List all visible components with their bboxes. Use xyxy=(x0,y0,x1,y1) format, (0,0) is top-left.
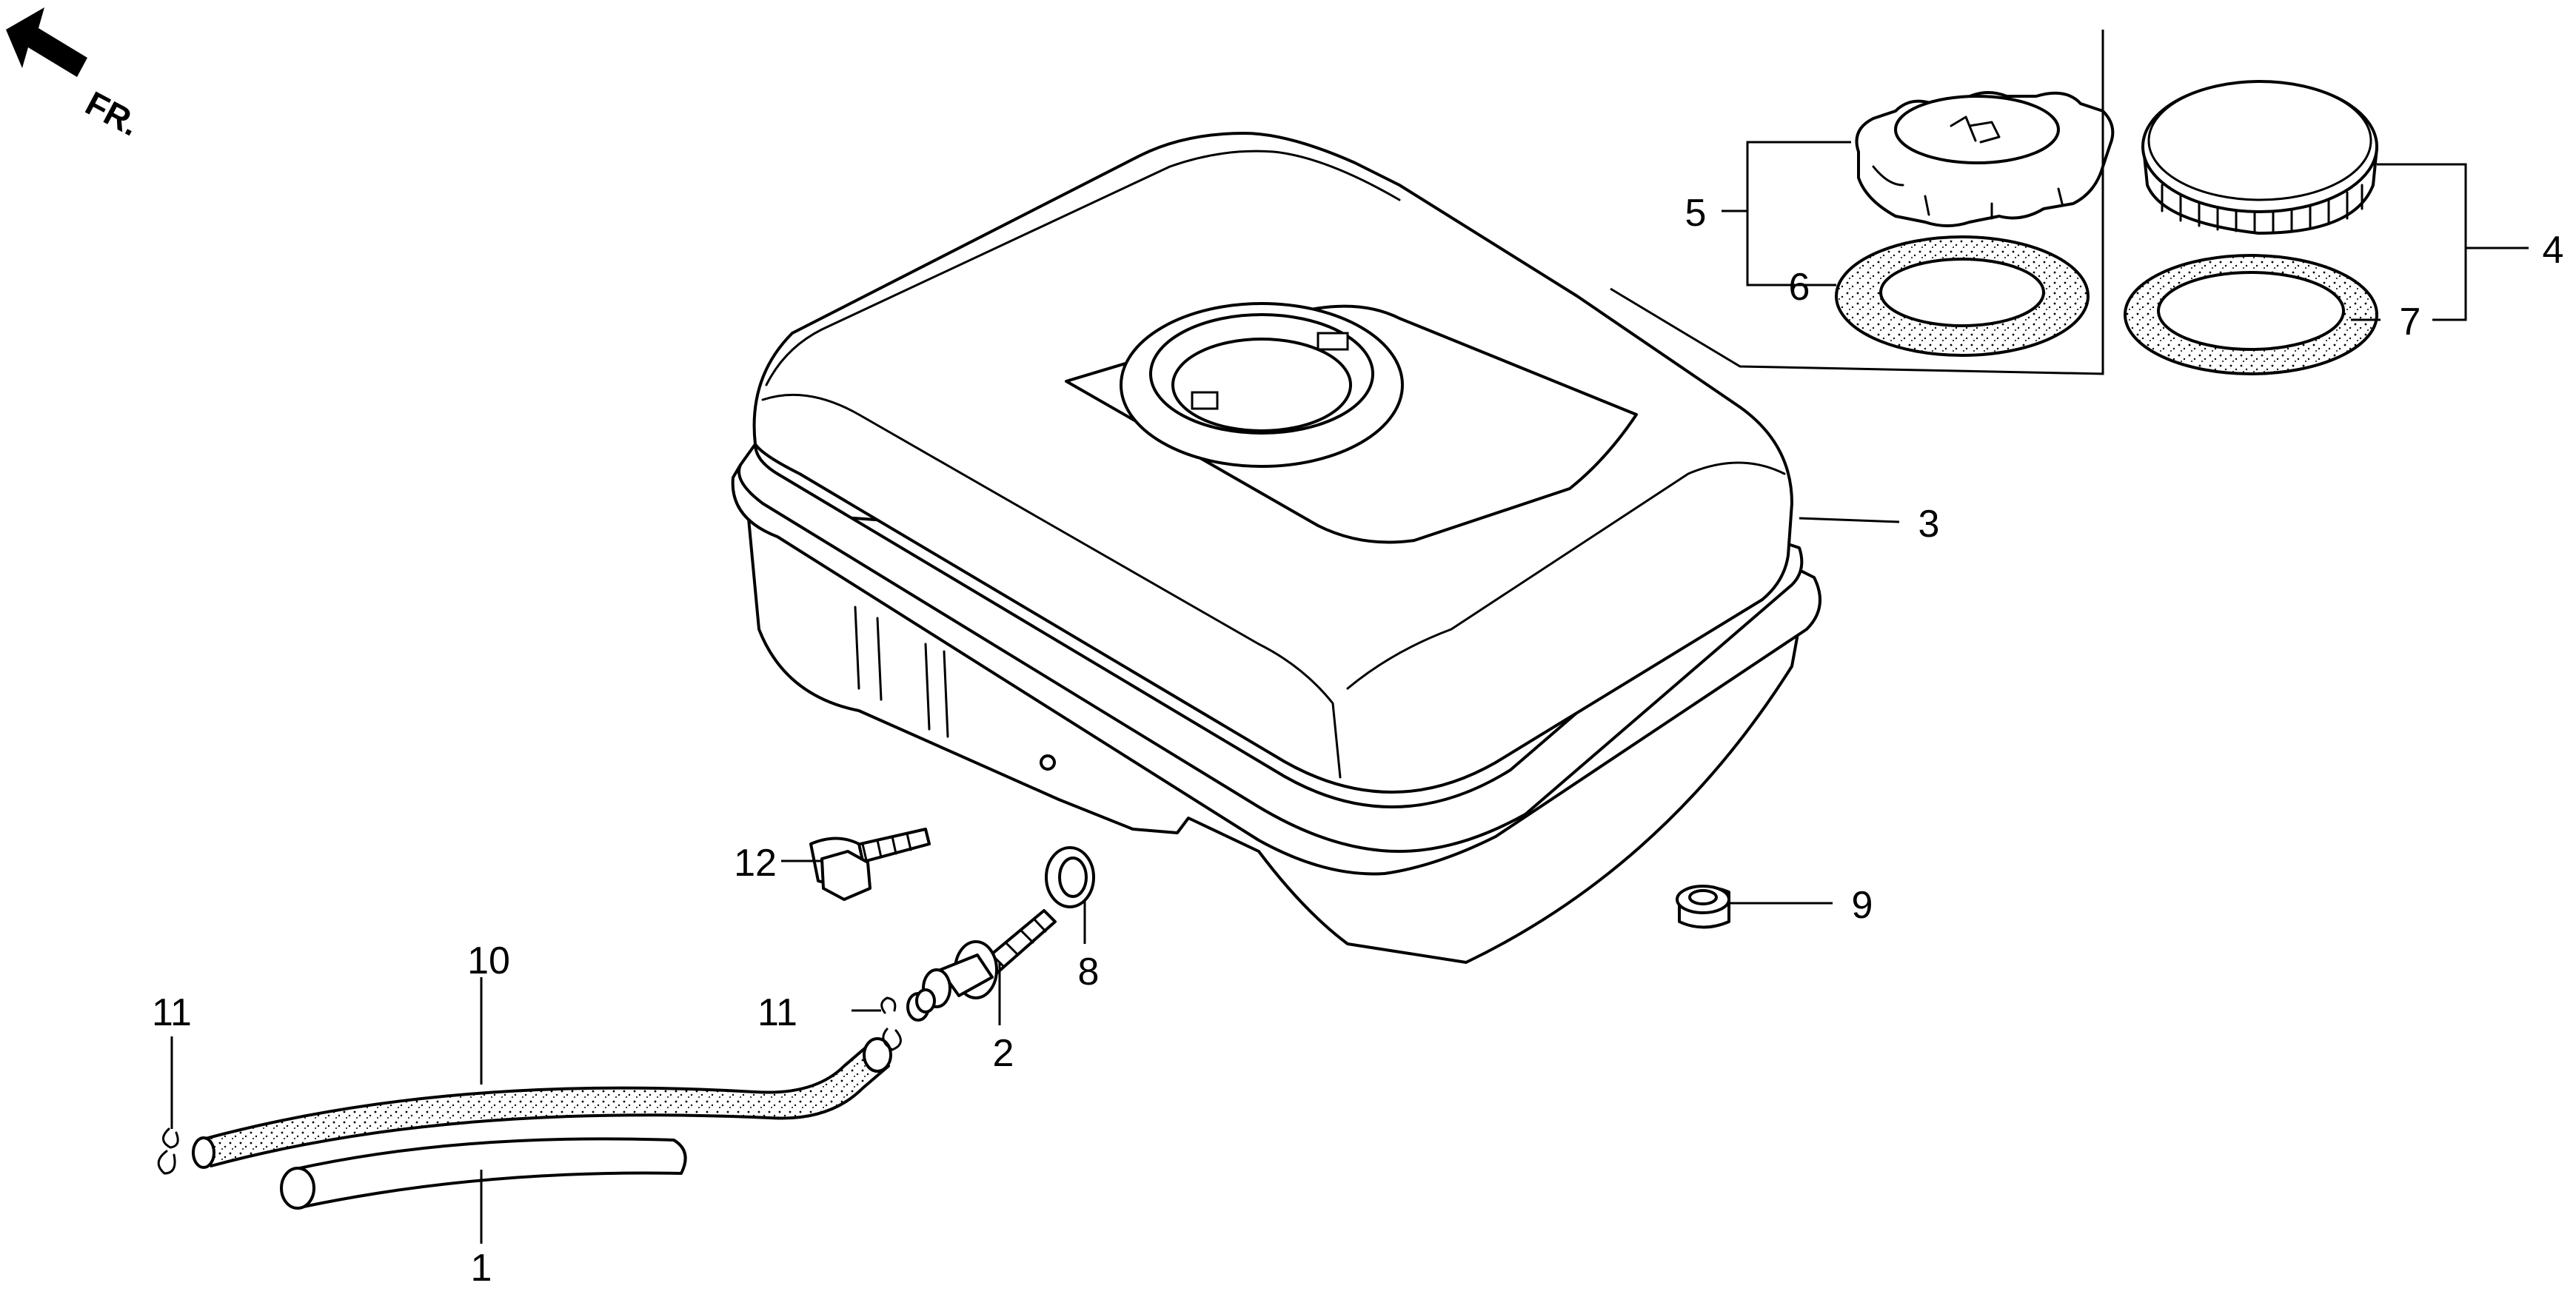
fuel-strainer xyxy=(906,909,1057,1022)
fuel-tube xyxy=(192,1037,892,1169)
cap-gasket-7 xyxy=(2124,254,2378,375)
front-direction-label: FR. xyxy=(79,84,146,144)
fuel-tank xyxy=(731,132,1821,964)
callout-2: 2 xyxy=(993,1032,1014,1075)
callout-10: 10 xyxy=(467,939,510,982)
washer xyxy=(1045,846,1095,908)
fuel-tank-filler-neck xyxy=(1120,302,1404,468)
leader-lines xyxy=(170,141,2529,1244)
alternate-cap-group-bracket xyxy=(1610,30,2104,375)
fuel-tank-side-crease xyxy=(761,393,1342,779)
front-direction-arrow: FR. xyxy=(6,7,146,144)
callout-11a: 11 xyxy=(152,991,192,1034)
fuel-cap-knurled xyxy=(2141,80,2378,235)
callout-1: 1 xyxy=(471,1247,492,1290)
fuel-cap-lugged xyxy=(1855,91,2115,227)
fuel-tank-top-ridge xyxy=(765,150,1401,386)
tube-clip-left xyxy=(157,1127,179,1175)
callout-5: 5 xyxy=(1685,192,1707,235)
grommet xyxy=(1676,885,1730,929)
cap-gasket-6 xyxy=(1835,235,2090,357)
tube-clip-right xyxy=(880,996,902,1051)
callout-3: 3 xyxy=(1918,503,1940,546)
fuel-tank-upper-flange xyxy=(737,443,1804,853)
callout-6: 6 xyxy=(1789,266,1810,309)
callout-labels: 1 2 3 4 5 6 7 8 9 10 11 11 12 xyxy=(152,192,2563,1290)
fuel-tank-bolt-hole xyxy=(1040,754,1056,771)
callout-8: 8 xyxy=(1078,951,1100,993)
flange-bolt xyxy=(809,828,931,901)
callout-11b: 11 xyxy=(757,991,797,1034)
tube xyxy=(280,1137,687,1210)
callout-12: 12 xyxy=(734,842,777,885)
callout-9: 9 xyxy=(1852,884,1873,927)
fuel-tank-mount-channel xyxy=(854,606,949,738)
fuel-tank-front-crease xyxy=(1346,461,1786,690)
callout-7: 7 xyxy=(2400,301,2421,343)
callout-4: 4 xyxy=(2543,229,2564,272)
